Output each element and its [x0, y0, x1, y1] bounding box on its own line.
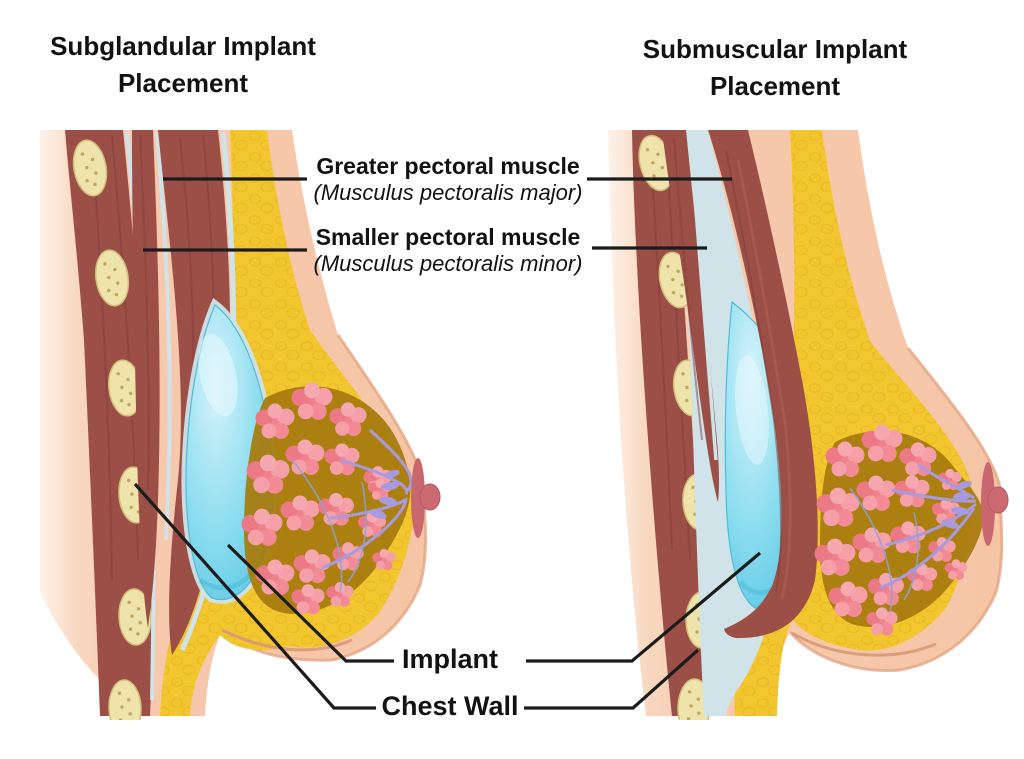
title-subglandular: Subglandular Implant Placement — [50, 31, 316, 98]
nipple — [987, 486, 1009, 514]
gland-vessels — [849, 487, 919, 613]
fascia-line — [688, 131, 718, 461]
breast-skin-edge — [788, 347, 1004, 673]
milk-ducts — [879, 463, 977, 590]
label-chest-wall: Chest Wall — [381, 691, 519, 721]
title-submuscular: Submuscular Implant Placement — [642, 34, 908, 101]
label-greater-pectoral-muscle: Greater pectoral muscle (Musculus pector… — [287, 153, 609, 207]
areola — [411, 458, 425, 538]
chest-wall-muscle — [65, 130, 153, 716]
pectoralis-major — [708, 130, 818, 639]
label-smaller-pectoral-muscle: Smaller pectoral muscle (Musculus pector… — [287, 224, 609, 278]
label-greater-name: Greater pectoral muscle — [316, 153, 580, 179]
breast-crease — [791, 631, 937, 657]
nipple — [419, 483, 441, 511]
submuscular-diagram — [608, 130, 1009, 720]
label-smaller-latin: (Musculus pectoralis minor) — [313, 251, 583, 276]
subglandular-diagram — [40, 130, 441, 720]
label-implant: Implant — [401, 644, 498, 674]
label-smaller-name: Smaller pectoral muscle — [315, 224, 581, 250]
label-greater-latin: (Musculus pectoralis major) — [313, 180, 583, 205]
